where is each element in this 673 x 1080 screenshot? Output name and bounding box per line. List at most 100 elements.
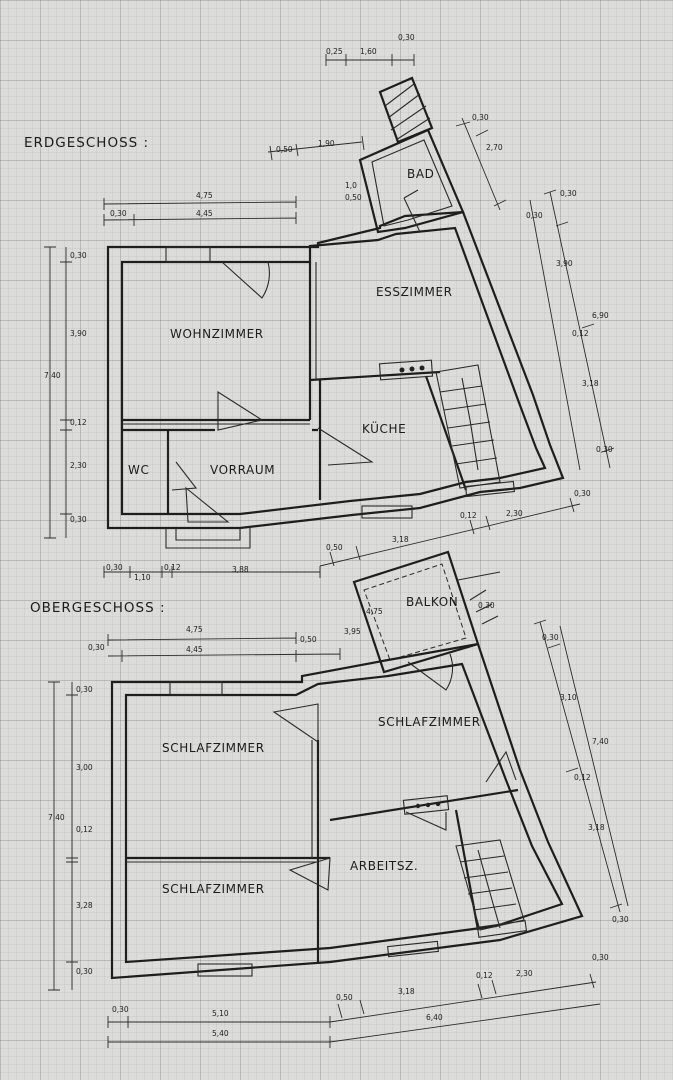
- svg-text:0,50: 0,50: [345, 193, 362, 202]
- room-kueche: KÜCHE: [362, 420, 406, 436]
- chimney: [378, 76, 434, 144]
- svg-text:3,90: 3,90: [556, 259, 573, 268]
- svg-text:0,30: 0,30: [112, 1005, 129, 1014]
- svg-text:2,30: 2,30: [516, 969, 533, 978]
- svg-text:0,30: 0,30: [88, 643, 105, 652]
- room-wc: WC: [128, 463, 149, 477]
- door-swing-kueche: [317, 427, 374, 466]
- door-swing-bad: [403, 189, 421, 233]
- upper-floor-plan: OBERGESCHOSS : BALKON SCHLAFZIMMER SCHLA…: [30, 550, 629, 1048]
- ground-floor-title: ERDGESCHOSS :: [24, 135, 149, 151]
- door-swing-sz-left: [288, 857, 331, 891]
- window-stair-upper: [476, 920, 528, 938]
- ground-staircase: [435, 364, 501, 489]
- svg-text:3,00: 3,00: [76, 763, 93, 772]
- svg-text:0,12: 0,12: [76, 825, 93, 834]
- svg-text:0,30: 0,30: [472, 113, 489, 122]
- svg-text:0,50: 0,50: [300, 635, 317, 644]
- upper-dimensions: 4,75 0,30 3,95 4,75 0,30 4,45 0,50 0,30 …: [48, 601, 629, 1048]
- svg-text:0,12: 0,12: [460, 511, 477, 520]
- window-arbeitsz: [387, 940, 439, 958]
- svg-text:3,28: 3,28: [76, 901, 93, 910]
- svg-text:4,45: 4,45: [196, 209, 213, 218]
- svg-text:0,50: 0,50: [276, 145, 293, 154]
- svg-text:2,30: 2,30: [506, 509, 523, 518]
- svg-text:1,60: 1,60: [360, 47, 377, 56]
- upper-outer-wall: [110, 642, 584, 980]
- ground-partition-walls: [122, 262, 468, 514]
- svg-text:0,50: 0,50: [336, 993, 353, 1002]
- svg-text:0,12: 0,12: [574, 773, 591, 782]
- svg-text:0,30: 0,30: [592, 953, 609, 962]
- entry-step: [165, 528, 251, 549]
- svg-text:0,30: 0,30: [478, 601, 495, 610]
- ground-outer-wall: [106, 210, 565, 530]
- svg-text:0,50: 0,50: [326, 543, 343, 552]
- svg-text:0,30: 0,30: [560, 189, 577, 198]
- svg-text:7,40: 7,40: [44, 371, 61, 380]
- svg-text:6,90: 6,90: [592, 311, 609, 320]
- window-kitchen: [361, 505, 413, 519]
- door-swing-vorraum: [217, 390, 264, 431]
- svg-text:6,40: 6,40: [426, 1013, 443, 1022]
- svg-text:0,30: 0,30: [76, 967, 93, 976]
- svg-text:4,75: 4,75: [186, 625, 203, 634]
- svg-text:0,30: 0,30: [70, 515, 87, 524]
- upper-inner-wall: [124, 662, 564, 964]
- svg-text:0,12: 0,12: [572, 329, 589, 338]
- svg-text:1,10: 1,10: [134, 573, 151, 582]
- room-esszimmer: ESSZIMMER: [376, 285, 453, 299]
- svg-text:0,30: 0,30: [526, 211, 543, 220]
- upper-partition-walls: [126, 740, 519, 962]
- upper-staircase: [455, 839, 525, 931]
- svg-text:3,10: 3,10: [560, 693, 577, 702]
- svg-text:1,0: 1,0: [345, 181, 357, 190]
- room-schlafzimmer-right: SCHLAFZIMMER: [378, 715, 481, 729]
- svg-text:0,30: 0,30: [596, 445, 613, 454]
- door-swing-living: [221, 261, 270, 299]
- svg-text:0,12: 0,12: [70, 418, 87, 427]
- window-sz-top: [169, 681, 223, 696]
- kitchen-counter: [378, 359, 434, 381]
- svg-text:5,40: 5,40: [212, 1029, 229, 1038]
- svg-text:4,75: 4,75: [366, 607, 383, 616]
- door-swing-entry: [185, 486, 230, 523]
- svg-text:0,30: 0,30: [70, 251, 87, 260]
- room-vorraum: VORRAUM: [210, 463, 275, 477]
- svg-text:0,25: 0,25: [326, 47, 343, 56]
- svg-text:4,75: 4,75: [196, 191, 213, 200]
- door-swing-arbeitsz: [405, 811, 447, 831]
- svg-text:7,40: 7,40: [48, 813, 65, 822]
- svg-text:4,45: 4,45: [186, 645, 203, 654]
- door-swing-balkon: [407, 653, 454, 691]
- door-swing-corner: [485, 750, 517, 783]
- svg-text:3,18: 3,18: [398, 987, 415, 996]
- ground-floor-plan: ERDGESCHOSS : BAD ESSZIMMER WOH: [24, 33, 615, 582]
- door-swing-wc: [171, 461, 198, 491]
- svg-text:2,70: 2,70: [486, 143, 503, 152]
- svg-text:2,30: 2,30: [70, 461, 87, 470]
- svg-text:0,30: 0,30: [76, 685, 93, 694]
- svg-text:0,30: 0,30: [398, 33, 415, 42]
- room-schlafzimmer-left-top: SCHLAFZIMMER: [162, 741, 265, 755]
- svg-text:0,30: 0,30: [106, 563, 123, 572]
- room-arbeitsz: ARBEITSZ.: [350, 859, 418, 873]
- svg-text:0,12: 0,12: [164, 563, 181, 572]
- door-swing-sz-right: [272, 703, 319, 744]
- room-balkon: BALKON: [406, 595, 458, 609]
- svg-text:3,95: 3,95: [344, 627, 361, 636]
- svg-text:3,18: 3,18: [588, 823, 605, 832]
- svg-text:3,88: 3,88: [232, 565, 249, 574]
- svg-text:0,30: 0,30: [574, 489, 591, 498]
- svg-text:0,30: 0,30: [612, 915, 629, 924]
- room-wohnzimmer: WOHNZIMMER: [170, 327, 264, 341]
- ground-dimensions: 0,25 1,60 0,30 0,50 1,90 0,30 2,70 1,0 0…: [44, 33, 615, 582]
- svg-text:1,90: 1,90: [318, 139, 335, 148]
- svg-text:0,30: 0,30: [542, 633, 559, 642]
- svg-text:7,40: 7,40: [592, 737, 609, 746]
- svg-text:3,18: 3,18: [582, 379, 599, 388]
- upper-counter: [402, 795, 450, 815]
- room-bad: BAD: [407, 167, 434, 181]
- svg-text:0,30: 0,30: [110, 209, 127, 218]
